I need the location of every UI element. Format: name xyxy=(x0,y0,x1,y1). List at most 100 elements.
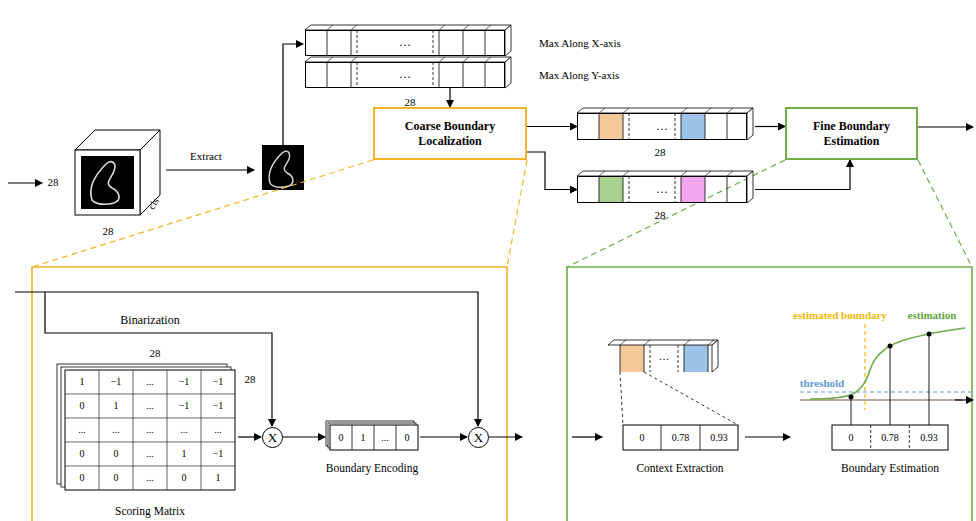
cell-divider xyxy=(675,176,676,203)
vector-side-face xyxy=(505,25,511,56)
cell-divider xyxy=(644,340,650,345)
table-cell: 0.78 xyxy=(672,432,690,443)
cell-divider xyxy=(485,62,486,88)
cell-divider xyxy=(650,345,651,372)
table-cell: −1 xyxy=(111,377,122,388)
text-label: threshold xyxy=(800,378,844,390)
table-cell: 0 xyxy=(80,401,85,412)
caption-label: Boundary Estimation xyxy=(841,462,939,474)
table-cell: 0 xyxy=(80,473,85,484)
flow-arrow xyxy=(755,160,850,190)
cell-divider xyxy=(327,62,328,88)
vector-cell xyxy=(684,345,708,372)
text-label: 28 xyxy=(48,177,59,189)
table-cell: ... xyxy=(146,473,154,484)
matrix-grid xyxy=(65,418,235,419)
table-cell: ... xyxy=(146,401,154,412)
ellipsis: … xyxy=(656,182,668,194)
cell-divider xyxy=(708,345,709,372)
operator-symbol: X xyxy=(268,431,277,444)
table-cell: 0.78 xyxy=(881,432,899,443)
matrix-grid xyxy=(65,394,235,395)
matrix-grid xyxy=(99,370,100,490)
cell-divider xyxy=(681,176,682,203)
vector-side-face xyxy=(712,340,718,372)
vector-cell xyxy=(599,113,623,140)
cell-divider xyxy=(351,30,352,56)
matrix-grid xyxy=(167,370,168,490)
vector-label: Max Along X-axis xyxy=(539,37,621,49)
text-label: Binarization xyxy=(120,314,179,327)
table-cell: ... xyxy=(78,425,86,436)
vector-max-y: …Max Along Y-axis xyxy=(305,62,505,88)
text-label: … xyxy=(659,351,670,363)
vector-top-face xyxy=(608,340,718,345)
multiply-circle: X xyxy=(262,427,283,448)
text-label: 28 xyxy=(655,210,666,222)
cell-divider xyxy=(433,30,434,56)
cell-divider xyxy=(644,345,645,372)
cell-divider xyxy=(463,62,464,88)
matrix-grid xyxy=(65,466,235,467)
text-label: 28 xyxy=(150,348,161,360)
cell-divider xyxy=(684,340,690,345)
flow-arrow xyxy=(527,152,577,190)
table-cell: ... xyxy=(146,449,154,460)
cell-divider xyxy=(620,340,626,345)
cell-divider xyxy=(708,340,714,345)
ellipsis: … xyxy=(399,68,411,80)
table-cell: 0 xyxy=(114,449,119,460)
table-cell: 0 xyxy=(640,432,645,443)
table-cell: ... xyxy=(381,432,389,443)
table-cell: ... xyxy=(214,425,222,436)
table-cell: 1 xyxy=(80,377,85,388)
cell-divider xyxy=(705,113,706,140)
table-cell: 0 xyxy=(405,432,410,443)
text-label: 28 xyxy=(655,147,666,159)
ellipsis: … xyxy=(399,36,411,48)
vector-side-face xyxy=(747,171,753,203)
cell-divider xyxy=(463,30,464,56)
table-cell: 0.93 xyxy=(710,432,728,443)
flow-arrow xyxy=(527,126,577,127)
matrix-grid xyxy=(65,442,235,443)
table-cell: −1 xyxy=(213,449,224,460)
vector-side-face xyxy=(747,108,753,140)
cell-divider xyxy=(351,62,352,88)
cell-divider xyxy=(439,62,440,88)
cell-divider xyxy=(684,345,685,372)
box-title: Fine Boundary Estimation xyxy=(795,119,908,149)
table-cell: ... xyxy=(146,425,154,436)
text-label: Extract xyxy=(190,151,222,163)
vector-cell xyxy=(681,113,705,140)
process-box: Fine Boundary Estimation xyxy=(785,107,918,160)
cell-divider xyxy=(620,345,621,372)
table-cell: 0 xyxy=(114,473,119,484)
box-title: Coarse Boundary Localization xyxy=(383,119,517,149)
matrix-grid xyxy=(201,370,202,490)
operator-symbol: X xyxy=(474,431,483,444)
table-cell: ... xyxy=(180,425,188,436)
boundary-vector: … xyxy=(577,113,747,140)
table-cell: ... xyxy=(112,425,120,436)
cell-divider xyxy=(357,62,358,88)
caption-label: Context Extraction xyxy=(636,462,723,474)
text-label: 28 xyxy=(245,374,256,386)
multiply-circle: X xyxy=(468,427,489,448)
table-cell: −1 xyxy=(179,377,190,388)
cell-divider xyxy=(705,176,706,203)
cell-divider xyxy=(727,113,728,140)
cell-divider xyxy=(599,113,600,140)
text-label: estimated boundary xyxy=(793,310,887,322)
table-cell: 0 xyxy=(182,473,187,484)
table-cell: −1 xyxy=(179,401,190,412)
cell-divider xyxy=(629,113,630,140)
table-cell: −1 xyxy=(213,401,224,412)
cell-divider xyxy=(433,62,434,88)
cell-divider xyxy=(727,176,728,203)
text-label: cls xyxy=(147,197,162,212)
cell-divider xyxy=(623,113,624,140)
